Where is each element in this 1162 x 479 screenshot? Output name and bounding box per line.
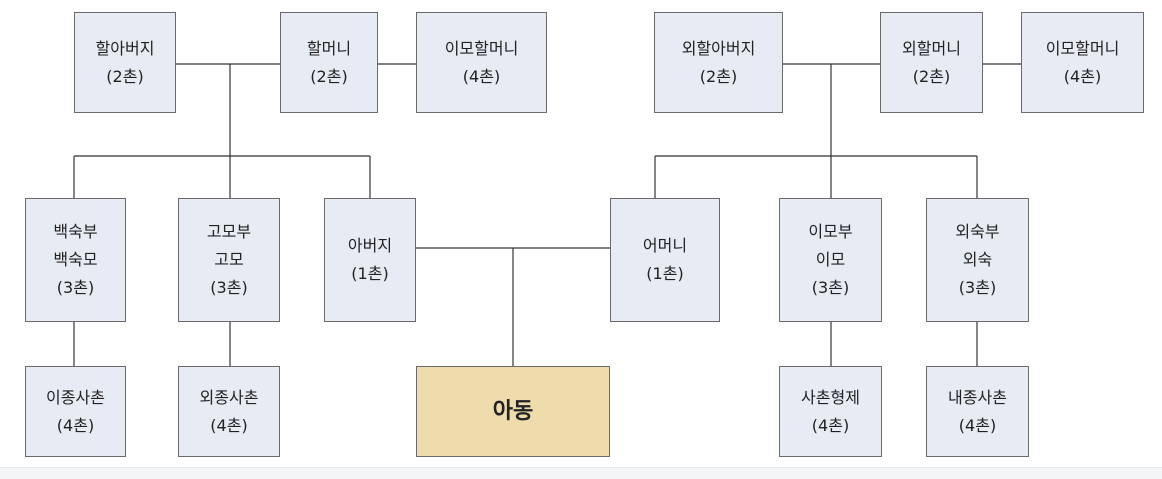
node-degree: (3촌) [811, 278, 850, 297]
node-degree: (4촌) [811, 415, 850, 435]
node-paternal-grandmother: 할머니 (2촌) [280, 12, 378, 113]
node-label: 어머니 [642, 236, 688, 255]
node-paternal-uncle: 백숙부 백숙모 (3촌) [25, 198, 126, 322]
node-father: 아버지 (1촌) [324, 198, 416, 322]
node-maternal-grandmother: 외할머니 (2촌) [880, 12, 983, 113]
node-degree: (4촌) [210, 415, 248, 435]
node-paternal-grandfather: 할아버지 (2촌) [74, 12, 176, 113]
node-label: 고모부 [206, 222, 252, 241]
node-degree: (2촌) [699, 66, 738, 86]
node-label: 이모 [815, 250, 846, 269]
node-degree: (2촌) [912, 66, 951, 86]
node-label: 사촌형제 [801, 387, 860, 407]
node-degree: (4촌) [56, 415, 95, 435]
node-child: 아동 [416, 366, 610, 457]
node-label: 이모부 [808, 222, 853, 241]
node-degree: (3촌) [56, 278, 95, 297]
node-maternal-aunt: 이모부 이모 (3촌) [779, 198, 882, 322]
node-degree: (4촌) [1063, 66, 1102, 86]
node-label: 이모할머니 [444, 38, 519, 58]
node-maternal-aunt-cousin: 사촌형제 (4촌) [779, 366, 882, 457]
node-label: 이종사촌 [46, 387, 105, 407]
node-degree: (2촌) [310, 66, 348, 86]
node-label: 할머니 [306, 38, 352, 58]
node-degree: (1촌) [646, 264, 684, 283]
node-degree: (1촌) [351, 264, 389, 283]
node-label: 백숙모 [53, 250, 98, 269]
node-label: 외할머니 [902, 38, 961, 58]
node-label: 외숙 [962, 250, 993, 269]
node-label: 이모할머니 [1045, 38, 1120, 58]
bottom-band [0, 467, 1162, 479]
node-paternal-aunt: 고모부 고모 (3촌) [178, 198, 280, 322]
node-label: 내종사촌 [948, 387, 1007, 407]
node-degree: (2촌) [106, 66, 144, 86]
node-label: 할아버지 [95, 38, 155, 58]
node-label: 외숙부 [955, 222, 1000, 241]
node-paternal-great-aunt: 이모할머니 (4촌) [416, 12, 547, 113]
node-label: 외종사촌 [199, 387, 259, 407]
node-maternal-uncle-cousin: 내종사촌 (4촌) [926, 366, 1029, 457]
node-maternal-grandfather: 외할아버지 (2촌) [654, 12, 783, 113]
node-maternal-great-aunt: 이모할머니 (4촌) [1021, 12, 1144, 113]
node-label: 외할아버지 [681, 38, 756, 58]
node-label: 고모 [214, 250, 244, 269]
node-maternal-uncle: 외숙부 외숙 (3촌) [926, 198, 1029, 322]
node-label: 아버지 [347, 236, 393, 255]
node-label: 아동 [492, 398, 534, 424]
node-mother: 어머니 (1촌) [610, 198, 720, 322]
node-degree: (3촌) [958, 278, 997, 297]
node-degree: (4촌) [462, 66, 501, 86]
node-label: 백숙부 [53, 222, 98, 241]
node-paternal-cousin: 이종사촌 (4촌) [25, 366, 126, 457]
node-degree: (3촌) [210, 278, 248, 297]
node-degree: (4촌) [958, 415, 997, 435]
node-paternal-aunt-cousin: 외종사촌 (4촌) [178, 366, 280, 457]
